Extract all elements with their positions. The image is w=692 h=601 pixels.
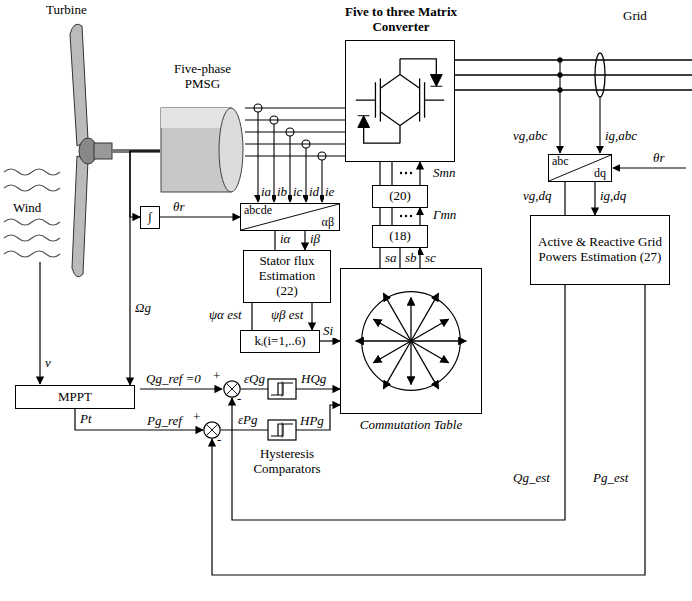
signal-label: Smn xyxy=(432,165,456,180)
signal-label: ig,abc xyxy=(604,128,638,143)
connector xyxy=(130,151,160,385)
box-label: ∫ xyxy=(148,210,152,225)
connector xyxy=(380,248,420,268)
frame-label: abc xyxy=(552,155,569,169)
wind-speed-signal xyxy=(39,262,40,384)
commutation-table: Commutation Table xyxy=(340,268,482,414)
signal-label: v xyxy=(44,355,52,370)
process-box: (18) xyxy=(372,225,428,248)
signal-label: ie xyxy=(324,184,335,199)
process-box: Active & Reactive Grid Powers Estimation… xyxy=(530,215,670,285)
connector xyxy=(275,231,305,250)
turbine xyxy=(70,24,112,277)
signal-label: ψβ est xyxy=(270,307,304,322)
box-label: (20) xyxy=(389,189,411,204)
signal-label: Pg_est xyxy=(592,470,629,485)
connector xyxy=(565,182,595,215)
process-box: MPPT xyxy=(15,385,135,409)
generator: Five-phase PMSG xyxy=(160,100,245,200)
transform-box: abcde αβ xyxy=(240,203,340,231)
vector-star xyxy=(341,269,481,413)
signal-label: Qg_ref =0 xyxy=(145,371,202,386)
signal-label: ig,dq xyxy=(599,188,627,203)
signal-label: εQg xyxy=(243,371,266,386)
signal-label: Si xyxy=(322,323,334,338)
connector xyxy=(75,409,203,430)
box-label: Active & Reactive Grid Powers Estimation… xyxy=(535,235,665,265)
grid-lines xyxy=(455,53,692,168)
current-taps xyxy=(254,104,326,202)
signal-label: sa xyxy=(384,250,398,265)
connector xyxy=(380,162,420,185)
signal-label: Pt xyxy=(79,411,93,426)
frame-label: abcde xyxy=(244,204,272,218)
node-heading: Commutation Table xyxy=(341,418,481,433)
signal-label: sb xyxy=(404,250,418,265)
node-heading: Five to three Matrix Converter xyxy=(326,5,476,35)
signal-label: θr xyxy=(652,150,665,165)
sum-junction: +- xyxy=(203,421,221,439)
integrator-box: ∫ xyxy=(140,206,160,229)
sign-label: + xyxy=(193,410,200,425)
process-box: (20) xyxy=(372,185,428,208)
signal-label: ψα est xyxy=(208,307,243,322)
signal-label: Qg_est xyxy=(512,470,551,485)
signal-label: ia xyxy=(260,184,272,199)
part-name: Grid xyxy=(622,8,648,23)
signal-label: iβ xyxy=(309,231,321,246)
signal-label: sc xyxy=(424,250,437,265)
generator-symbol xyxy=(160,100,245,200)
process-box: Stator flux Estimation (22) xyxy=(243,250,331,303)
sign-label: - xyxy=(217,433,221,448)
box-label: kᵢ(i=1,..6) xyxy=(255,334,306,349)
matrix-converter: Five to three Matrix Converter xyxy=(345,40,455,162)
signal-label: id xyxy=(308,184,320,199)
process-box: kᵢ(i=1,..6) xyxy=(240,330,320,353)
signal-label: iα xyxy=(279,231,291,246)
transform-box: abc dq xyxy=(548,154,612,182)
group-label: Hysteresis Comparators xyxy=(240,446,334,476)
connector xyxy=(160,216,240,217)
frame-label: dq xyxy=(594,167,606,181)
node-heading: Five-phase PMSG xyxy=(155,62,250,92)
connector xyxy=(245,108,345,156)
signal-label: ic xyxy=(292,184,303,199)
frame-label: αβ xyxy=(322,216,334,230)
box-label: MPPT xyxy=(58,390,92,405)
signal-label: HPg xyxy=(299,413,325,428)
q-reference-signal xyxy=(140,388,222,389)
connector xyxy=(252,303,312,330)
signal-label: vg,dq xyxy=(522,188,553,203)
switch-symbol xyxy=(346,41,454,161)
sum-junction: +- xyxy=(223,380,241,398)
sign-label: - xyxy=(237,392,241,407)
signal-label: εPg xyxy=(237,412,259,427)
signal-label: Ωg xyxy=(134,300,152,315)
wind-waves xyxy=(4,169,60,257)
signal-label: Γmn xyxy=(432,207,457,222)
sign-label: + xyxy=(213,369,220,384)
connector xyxy=(320,340,340,341)
connector xyxy=(380,208,420,225)
signal-label: ib xyxy=(276,184,288,199)
part-name: Turbine xyxy=(45,2,88,17)
part-name: Wind xyxy=(12,200,42,215)
box-label: (18) xyxy=(389,229,411,244)
signal-label: vg,abc xyxy=(512,128,548,143)
signal-label: HQg xyxy=(300,371,327,386)
box-label: Stator flux Estimation (22) xyxy=(248,254,326,299)
signal-label: Pg_ref xyxy=(146,413,183,428)
signal-label: θr xyxy=(172,199,185,214)
